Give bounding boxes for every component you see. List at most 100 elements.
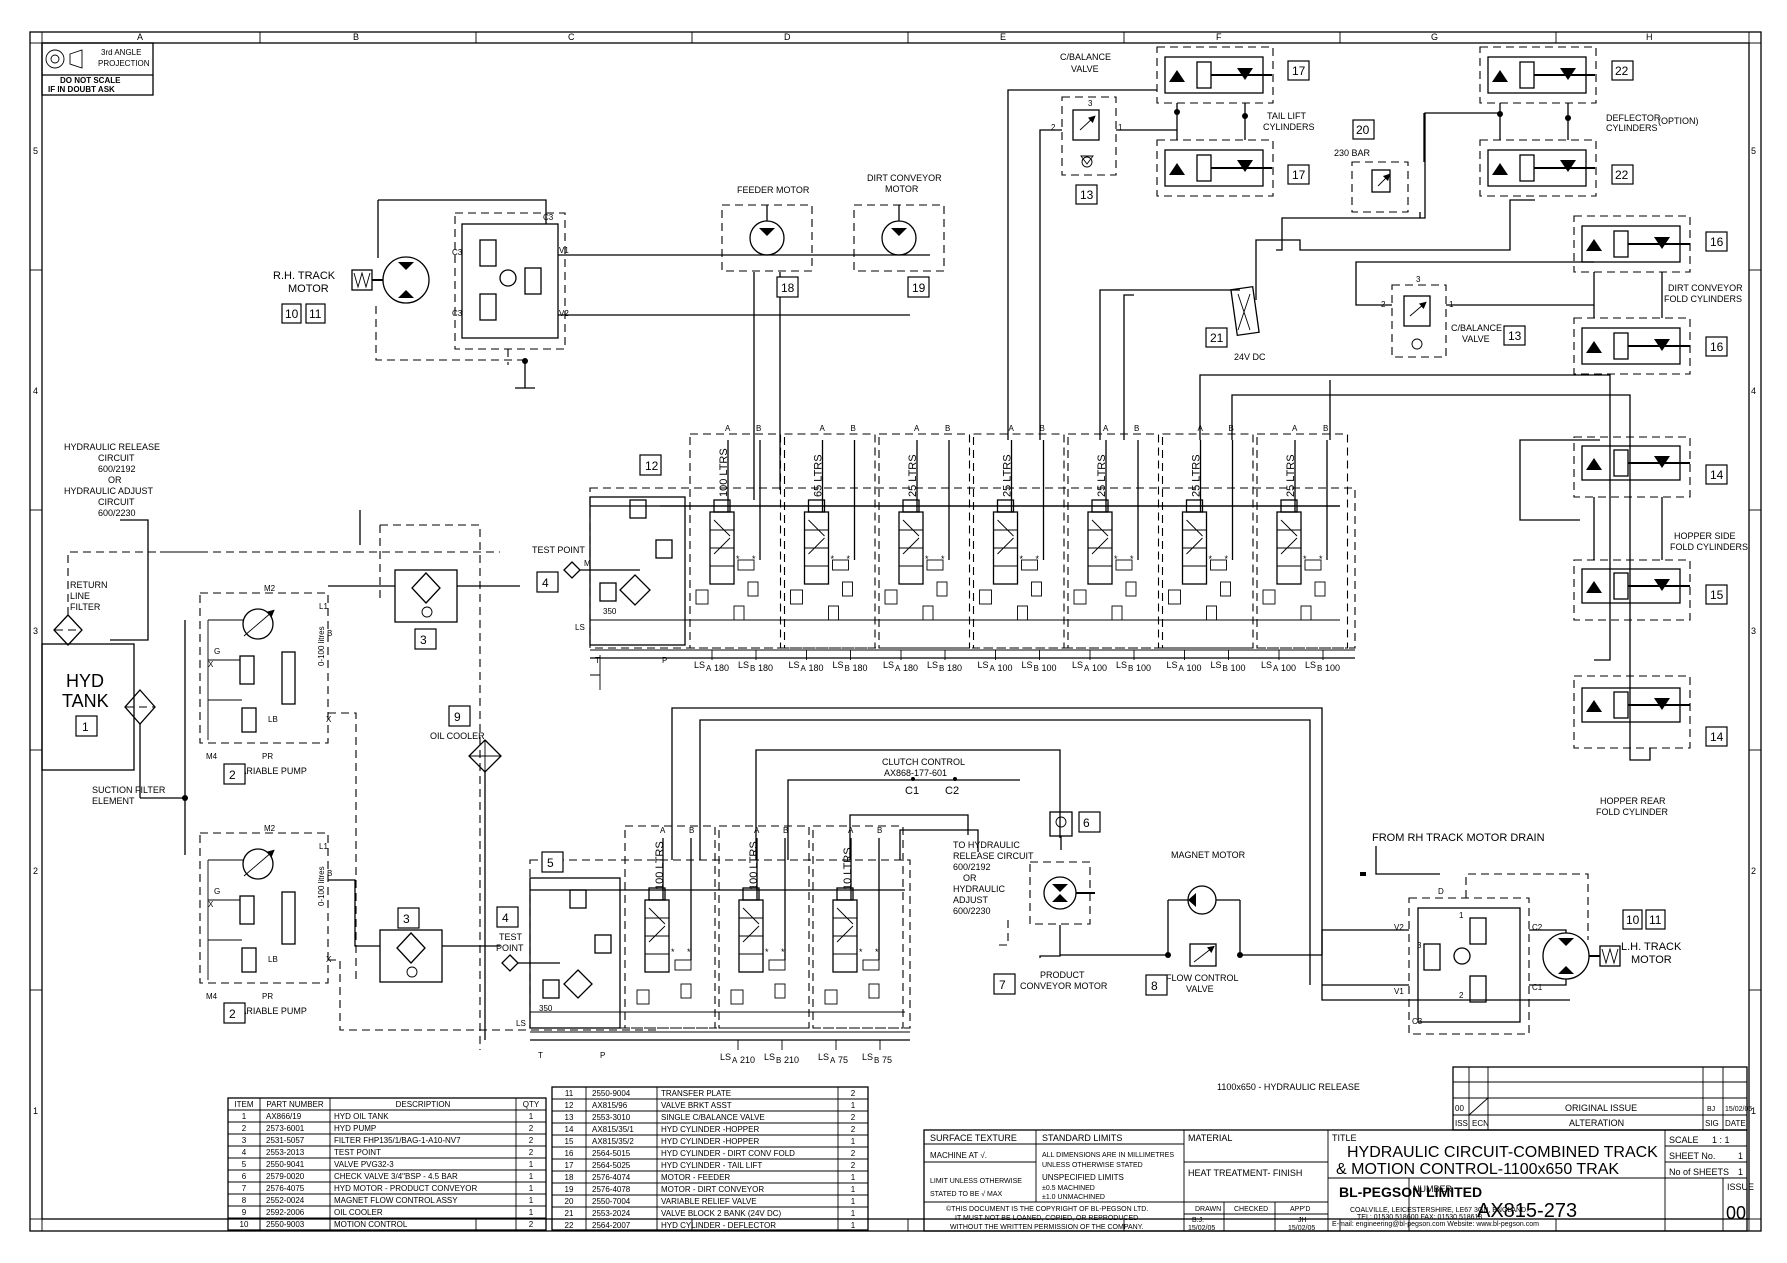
svg-text:T: T — [538, 1051, 543, 1060]
svg-text:0-100 litres: 0-100 litres — [317, 866, 326, 906]
ls-a-pressure: 100 — [998, 663, 1013, 673]
svg-text:3: 3 — [1088, 99, 1093, 108]
ls-a-pressure: 75 — [838, 1055, 848, 1065]
svg-text:D: D — [1438, 887, 1444, 896]
tag-12: 12 — [645, 459, 659, 473]
svg-text:C1: C1 — [905, 785, 919, 797]
svg-text:1 : 1: 1 : 1 — [1712, 1135, 1730, 1145]
deflector-label-1: DEFLECTOR — [1606, 113, 1661, 123]
svg-text:M2: M2 — [264, 824, 276, 833]
svg-text:9: 9 — [242, 1208, 247, 1217]
svg-text:No of SHEETS: No of SHEETS — [1669, 1167, 1729, 1177]
port-a-label: A — [1009, 424, 1015, 433]
bottom-bank-pipes — [671, 707, 1570, 1001]
svg-text:2576-4075: 2576-4075 — [266, 1184, 305, 1193]
svg-text:*: * — [765, 947, 769, 957]
tag-22a: 22 — [1615, 64, 1629, 78]
svg-text:B.J.: B.J. — [1192, 1217, 1204, 1224]
svg-text:B: B — [1317, 664, 1322, 673]
ls-a-label: LS — [1167, 660, 1178, 670]
tag-5: 5 — [547, 856, 554, 870]
svg-text:2564-5025: 2564-5025 — [592, 1161, 631, 1170]
svg-text:FROM RH TRACK MOTOR DRAIN: FROM RH TRACK MOTOR DRAIN — [1372, 832, 1545, 844]
ls-b-label: LS — [862, 1052, 873, 1062]
svg-text:X: X — [208, 660, 214, 669]
section-flow-label: 100 LTRS — [718, 448, 730, 497]
svg-text:VARIABLE PUMP: VARIABLE PUMP — [235, 1006, 307, 1016]
svg-text:LS: LS — [516, 1019, 526, 1028]
tag-4b: 4 — [502, 911, 509, 925]
svg-text:HYD CYLINDER - DEFLECTOR: HYD CYLINDER - DEFLECTOR — [661, 1221, 776, 1230]
svg-text:ELEMENT: ELEMENT — [92, 796, 135, 806]
svg-text:11: 11 — [565, 1089, 574, 1098]
svg-text:PR: PR — [262, 992, 273, 1001]
svg-text:1: 1 — [1738, 1151, 1743, 1161]
svg-text:B: B — [750, 664, 755, 673]
svg-text:V2: V2 — [559, 309, 569, 318]
svg-text:M2: M2 — [264, 584, 276, 593]
svg-text:A: A — [801, 664, 807, 673]
svg-text:STANDARD LIMITS: STANDARD LIMITS — [1042, 1133, 1122, 1143]
tag-15: 15 — [1710, 588, 1724, 602]
svg-text:*: * — [1020, 554, 1024, 564]
tag-13b: 13 — [1508, 329, 1522, 343]
svg-text:22: 22 — [565, 1221, 574, 1230]
grid-col-g: G — [1431, 32, 1438, 42]
tag-18: 18 — [781, 281, 795, 295]
tag-13a: 13 — [1080, 188, 1094, 202]
ls-a-label: LS — [978, 660, 989, 670]
svg-text:2: 2 — [1051, 123, 1056, 132]
ls-b-label: LS — [1305, 660, 1316, 670]
tail-lift-label-2: CYLINDERS — [1263, 122, 1315, 132]
deflector-label-2: CYLINDERS — [1606, 123, 1658, 133]
svg-text:2: 2 — [851, 1089, 856, 1098]
svg-text:M4: M4 — [206, 752, 218, 761]
grid-column-labels: A B C D E F G H — [137, 32, 1653, 42]
svg-text:*: * — [1130, 554, 1134, 564]
ls-a-label: LS — [818, 1052, 829, 1062]
svg-text:*: * — [1319, 554, 1323, 564]
drawing-border — [29, 31, 1762, 1232]
svg-text:OIL COOLER: OIL COOLER — [430, 731, 485, 741]
test-point-bottom-icon — [501, 954, 519, 972]
projection-line1: 3rd ANGLE — [101, 48, 141, 57]
svg-text:TEL: 01530 518600 FAX: 01530: TEL: 01530 518600 FAX: 01530 518618 — [1357, 1214, 1482, 1221]
svg-text:ISSUE: ISSUE — [1727, 1182, 1754, 1192]
svg-text:7: 7 — [242, 1184, 247, 1193]
ls-b-label: LS — [1116, 660, 1127, 670]
svg-text:VARIABLE RELIEF VALVE: VARIABLE RELIEF VALVE — [661, 1197, 757, 1206]
port-b-label: B — [1134, 424, 1139, 433]
ls-b-pressure: 180 — [758, 663, 773, 673]
hyd-tank-label-1: HYD — [66, 671, 104, 691]
section-flow-label: 25 LTRS — [1096, 454, 1108, 497]
svg-text:2550-9041: 2550-9041 — [266, 1160, 305, 1169]
svg-text:LB: LB — [268, 955, 278, 964]
parts-table-header: PART NUMBER — [266, 1100, 324, 1109]
section-flow-label: 25 LTRS — [1285, 454, 1297, 497]
svg-text:*: * — [875, 947, 879, 957]
svg-text:X: X — [208, 900, 214, 909]
grid-row-4-right: 4 — [1751, 386, 1756, 396]
svg-text:V2: V2 — [1394, 923, 1404, 932]
svg-text:FILTER FHP135/1/BAG-1-A10-NV7: FILTER FHP135/1/BAG-1-A10-NV7 — [334, 1136, 461, 1145]
svg-text:2553-2024: 2553-2024 — [592, 1209, 631, 1218]
variable-pump-1: M2 M4 PR L1 B X LB G X 0-100 litres VARI… — [199, 584, 332, 785]
svg-text:LINE: LINE — [70, 591, 90, 601]
svg-text:MAGNET MOTOR: MAGNET MOTOR — [1171, 850, 1246, 860]
tag-10a: 10 — [285, 307, 299, 321]
svg-text:CHECKED: CHECKED — [1234, 1206, 1268, 1213]
flow-control-icon — [1189, 943, 1217, 967]
svg-text:1: 1 — [851, 1209, 856, 1218]
tag-16a: 16 — [1710, 235, 1724, 249]
svg-text:1: 1 — [529, 1112, 534, 1121]
svg-text:2573-6001: 2573-6001 — [266, 1124, 305, 1133]
svg-text:L1: L1 — [319, 602, 328, 611]
port-a-label: A — [914, 424, 920, 433]
lh-track-motor: FROM RH TRACK MOTOR DRAIN D V2 V1 C3 C2 … — [1321, 832, 1682, 1035]
tag-17a: 17 — [1292, 64, 1306, 78]
